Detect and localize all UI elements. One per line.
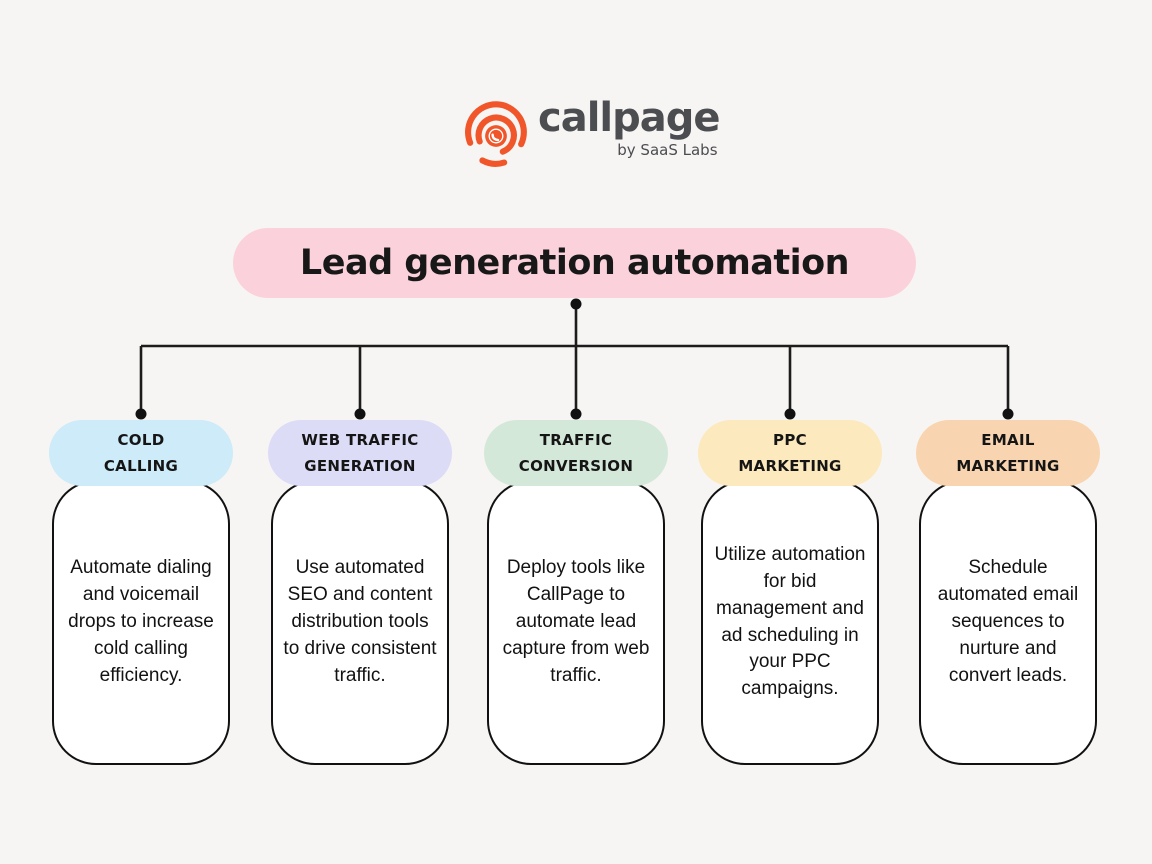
- callpage-rings-phone-icon: [465, 101, 527, 167]
- branch-title-pill: WEB TRAFFIC GENERATION: [268, 420, 452, 486]
- branch-title-pill: TRAFFIC CONVERSION: [484, 420, 668, 486]
- branch-description-card: Deploy tools like CallPage to automate l…: [487, 480, 665, 765]
- branch-description: Automate dialing and voicemail drops to …: [68, 557, 214, 686]
- branch-card-ppc-marketing: PPC MARKETING Utilize automation for bid…: [698, 420, 882, 765]
- branch-title-pill: EMAIL MARKETING: [916, 420, 1100, 486]
- branch-title: WEB TRAFFIC GENERATION: [301, 430, 419, 475]
- branch-description: Deploy tools like CallPage to automate l…: [502, 557, 650, 686]
- branch-card-traffic-conversion: TRAFFIC CONVERSION Deploy tools like Cal…: [484, 420, 668, 765]
- branch-card-email-marketing: EMAIL MARKETING Schedule automated email…: [916, 420, 1100, 765]
- branch-card-web-traffic-generation: WEB TRAFFIC GENERATION Use automated SEO…: [268, 420, 452, 765]
- branch-description: Use automated SEO and content distributi…: [283, 557, 437, 686]
- branch-title-pill: PPC MARKETING: [698, 420, 882, 486]
- branch-description-card: Schedule automated email sequences to nu…: [919, 480, 1097, 765]
- brand-wordmark: callpage: [538, 95, 721, 141]
- branch-description-card: Utilize automation for bid management an…: [701, 480, 879, 765]
- brand-tagline: by SaaS Labs: [617, 141, 718, 159]
- diagram-title: Lead generation automation: [299, 243, 850, 283]
- branch-description: Schedule automated email sequences to nu…: [937, 557, 1079, 686]
- callpage-logo: callpage by SaaS Labs: [462, 95, 721, 174]
- branch-description: Utilize automation for bid management an…: [714, 543, 866, 700]
- branch-title: PPC MARKETING: [738, 430, 842, 475]
- branch-description-card: Use automated SEO and content distributi…: [271, 480, 449, 765]
- branch-title: COLD CALLING: [103, 430, 179, 475]
- root-node-lead-generation-automation: Lead generation automation: [233, 228, 916, 298]
- branch-description-card: Automate dialing and voicemail drops to …: [52, 480, 230, 765]
- branch-card-cold-calling: COLD CALLING Automate dialing and voicem…: [49, 420, 233, 765]
- branch-title: EMAIL MARKETING: [956, 430, 1060, 475]
- branch-title: TRAFFIC CONVERSION: [518, 430, 634, 475]
- branch-title-pill: COLD CALLING: [49, 420, 233, 486]
